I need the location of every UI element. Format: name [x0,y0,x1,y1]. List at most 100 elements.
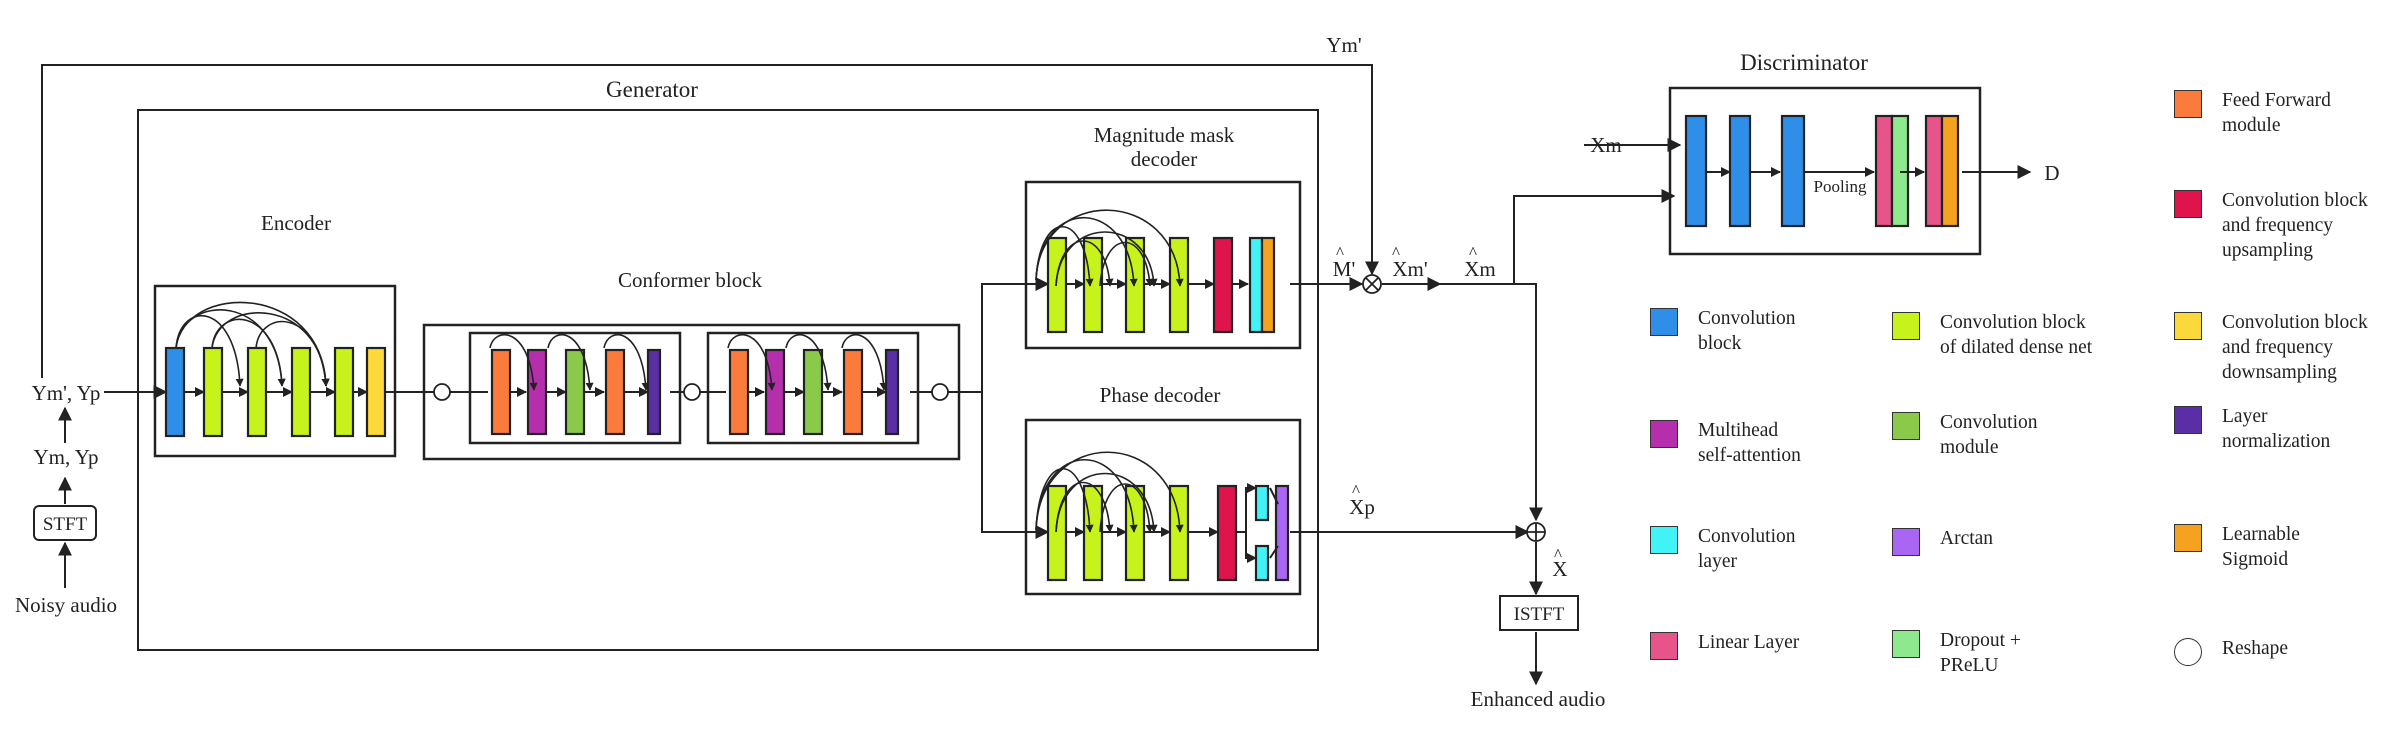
legend-label: Linear Layer [1698,632,1800,653]
phase-decoder-title: Phase decoder [1100,383,1221,407]
mag-dense-block-3 [1124,236,1146,334]
mag-conv-layer [1248,236,1264,334]
stft-label: STFT [43,514,88,535]
conformer-title: Conformer block [618,268,763,292]
ym-prime-yp-label: Ym', Yp [32,381,101,405]
legend-item: Multihead self-attention [1650,418,1801,468]
encoder-dense-block-4 [333,346,355,438]
encoder-downsample-block [365,346,387,438]
encoder-box [153,284,397,458]
phase-upsample-block [1216,484,1238,582]
phase-decoder-box [1024,418,1302,596]
stft-box [33,505,97,541]
legend-item: Reshape [2174,636,2288,666]
legend-label: Multihead self-attention [1698,420,1801,466]
conformer-inner-2 [706,331,920,445]
conformer2-feed-forward-1 [728,348,750,436]
legend-label: Convolution module [1940,412,2038,458]
legend-swatch [2174,638,2202,666]
disc-conv-block-2 [1728,114,1752,228]
xm-label: Xm [1464,257,1496,281]
legend-label: Convolution block and frequency upsampli… [2222,190,2368,261]
mag-learnable-sigmoid [1260,236,1276,334]
legend-swatch [1650,526,1678,554]
legend-swatch [1892,312,1920,340]
dense-skip-arcs [175,209,1184,533]
phase-dense-block-4 [1168,484,1190,582]
legend-label: Arctan [1940,528,1994,549]
encoder-title: Encoder [261,211,331,235]
legend-item: Dropout + PReLU [1892,628,2021,678]
xm-hat: ^ [1469,243,1477,262]
encoder-dense-block-3 [290,346,312,438]
legend-swatch [2174,90,2202,118]
encoder-conv-block [164,346,186,438]
legend-item: Feed Forward module [2174,88,2331,138]
legend-item: Convolution module [1892,410,2038,460]
istft-box [1499,595,1579,631]
noisy-audio-label: Noisy audio [15,593,117,617]
legend-swatch [1650,420,1678,448]
disc-linear-2 [1924,114,1944,228]
discriminator-title: Discriminator [1740,50,1868,75]
legend-label: Learnable Sigmoid [2222,524,2300,570]
legend-label: Convolution block [1698,308,1796,354]
legend-swatch [1650,308,1678,336]
mag-upsample-block [1212,236,1234,334]
legend-item: Learnable Sigmoid [2174,522,2300,572]
m-prime-label: M' [1333,257,1355,281]
legend-swatch [1892,528,1920,556]
conformer1-mhsa [526,348,548,436]
m-prime-hat: ^ [1336,243,1344,262]
legend-swatch [2174,190,2202,218]
generator-box [137,109,1319,651]
phase-arctan [1274,484,1290,582]
legend-swatch [1650,632,1678,660]
istft-label: ISTFT [1514,604,1565,625]
legend-label: Dropout + PReLU [1940,630,2021,676]
xp-hat: ^ [1352,481,1360,500]
conformer1-feed-forward-2 [604,348,626,436]
legend-swatch [1892,630,1920,658]
flow-lines [41,64,2032,686]
conformer2-feed-forward-2 [842,348,864,436]
legend-label: Reshape [2222,638,2289,659]
xp-label: Xp [1349,495,1375,519]
encoder-dense-block-2 [246,346,268,438]
conformer1-conv-module [564,348,586,436]
disc-linear-1 [1874,114,1894,228]
conformer2-layer-norm [884,348,900,436]
legend-item: Arctan [1892,526,1993,556]
disc-conv-block-1 [1684,114,1708,228]
pooling-label: Pooling [1814,177,1867,196]
legend-label: Layer normalization [2222,406,2331,452]
disc-output-label: D [2044,161,2059,185]
ym-yp-label: Ym, Yp [34,445,99,469]
legend-item: Convolution block of dilated dense net [1892,310,2092,360]
conformer1-layer-norm [646,348,662,436]
mag-dense-block-1 [1046,236,1068,334]
phase-conv-layer-real [1254,484,1270,522]
disc-input-label: Xm [1590,133,1622,157]
legend-item: Convolution block and frequency upsampli… [2174,188,2368,263]
x-label: X [1552,557,1567,581]
ym-prime-top-label: Ym' [1326,33,1361,57]
legend-swatch [1892,412,1920,440]
magnitude-decoder-box [1024,180,1302,350]
legend-item: Convolution block and frequency downsamp… [2174,310,2368,385]
disc-conv-block-3 [1780,114,1806,228]
x-hat: ^ [1554,545,1562,564]
legend-swatch [2174,524,2202,552]
conformer1-feed-forward-1 [490,348,512,436]
xm-prime-hat: ^ [1392,243,1400,262]
disc-learnable-sigmoid [1940,114,1960,228]
magnitude-decoder-title-1: Magnitude mask [1094,123,1235,147]
encoder-dense-block-1 [202,346,224,438]
generator-title: Generator [606,77,698,102]
legend-label: Convolution layer [1698,526,1796,572]
phase-dense-block-2 [1082,484,1104,582]
legend-label: Convolution block of dilated dense net [1940,312,2093,358]
conformer2-conv-module [802,348,824,436]
legend-swatch [2174,312,2202,340]
enhanced-audio-label: Enhanced audio [1471,687,1606,711]
